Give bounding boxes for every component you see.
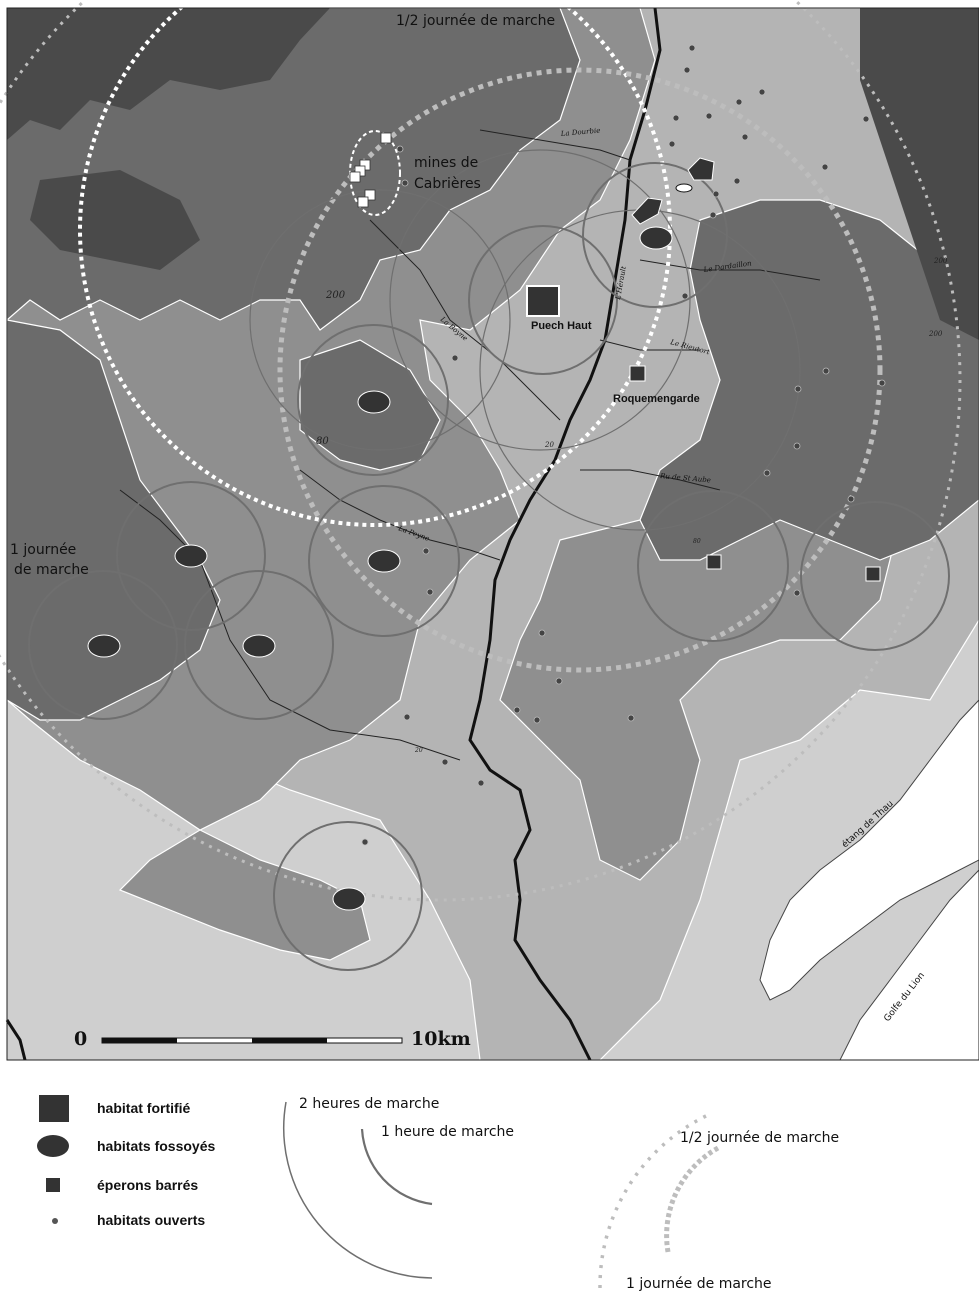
legend-habitats-ouverts-symbol [52, 1218, 58, 1224]
mid-relief-southwest [118, 829, 371, 961]
one-day-walk-circle [0, 0, 962, 902]
high-relief-west [6, 319, 221, 721]
elevation-20-south: 20 [414, 747, 423, 754]
one-day-walk-label-2: de marche [14, 562, 89, 578]
herault-river [468, 7, 662, 1061]
one-hour-rings [28, 162, 950, 971]
half-day-walk-label-top: 1/2 journée de marche [396, 13, 555, 29]
elevation-20-center: 20 [544, 441, 554, 449]
legend-one-hour-label: 1 heure de marche [381, 1124, 514, 1140]
left-edge-river [5, 1019, 27, 1061]
legend-habitats-fossoyes-symbol [37, 1135, 69, 1157]
half-day-walk-circle [78, 0, 672, 527]
highest-relief-nw [7, 8, 330, 140]
mine-symbols [349, 132, 392, 208]
legend-eperons-barres-symbol [46, 1178, 60, 1192]
legend: habitat fortifié habitats fossoyés épero… [37, 1095, 839, 1292]
legend-habitat-fortifie-label: habitat fortifié [97, 1100, 191, 1116]
scale-bar: 0 10km [74, 1028, 471, 1050]
legend-half-day-label: 1/2 journée de marche [680, 1130, 839, 1146]
legend-two-hours-label: 2 heures de marche [299, 1096, 439, 1112]
half-day-walk-circle-puech [277, 67, 883, 673]
legend-one-hour-arc [360, 1128, 433, 1206]
mines-label-2: Cabrières [414, 176, 481, 192]
scale-start-label: 0 [74, 1028, 87, 1050]
habitat-fortifie-puech-haut [526, 285, 560, 317]
elevation-80-right: 80 [693, 538, 701, 545]
one-day-walk-label-1: 1 journée [10, 542, 76, 558]
etang-de-thau [759, 699, 979, 1001]
highest-relief-center-w [30, 170, 200, 270]
legend-two-hours-arc [283, 1101, 433, 1279]
elevation-80: 80 [316, 436, 329, 447]
map-frame [6, 7, 979, 1061]
map-panel: 1/2 journée de marche 1 journée de march… [0, 0, 979, 1061]
legend-one-day-label: 1 journée de marche [626, 1276, 772, 1292]
elevation-200-right: 200 [928, 330, 943, 338]
legend-habitat-fortifie-symbol [39, 1095, 69, 1122]
elevation-200-left: 200 [325, 290, 346, 301]
puech-haut-label: Puech Haut [531, 320, 592, 332]
tributaries [119, 129, 821, 761]
elevation-200-right-top: 200 [933, 257, 948, 265]
legend-habitats-ouverts-label: habitats ouverts [97, 1212, 205, 1228]
scale-end-label: 10km [411, 1028, 471, 1050]
legend-half-day-arc [664, 1145, 720, 1253]
high-relief-east [639, 199, 979, 561]
roquemengarde-label: Roquemengarde [613, 393, 700, 405]
habitats-ouverts [361, 44, 886, 846]
legend-eperons-barres-label: éperons barrés [97, 1177, 198, 1193]
habitats-fossoyes [87, 157, 715, 911]
eperons-barres [629, 365, 881, 582]
highest-relief-ne [860, 8, 979, 340]
mines-label-1: mines de [414, 155, 478, 171]
legend-habitats-fossoyes-label: habitats fossoyés [97, 1138, 215, 1154]
river-label-dourbie: La Dourbie [559, 127, 600, 139]
